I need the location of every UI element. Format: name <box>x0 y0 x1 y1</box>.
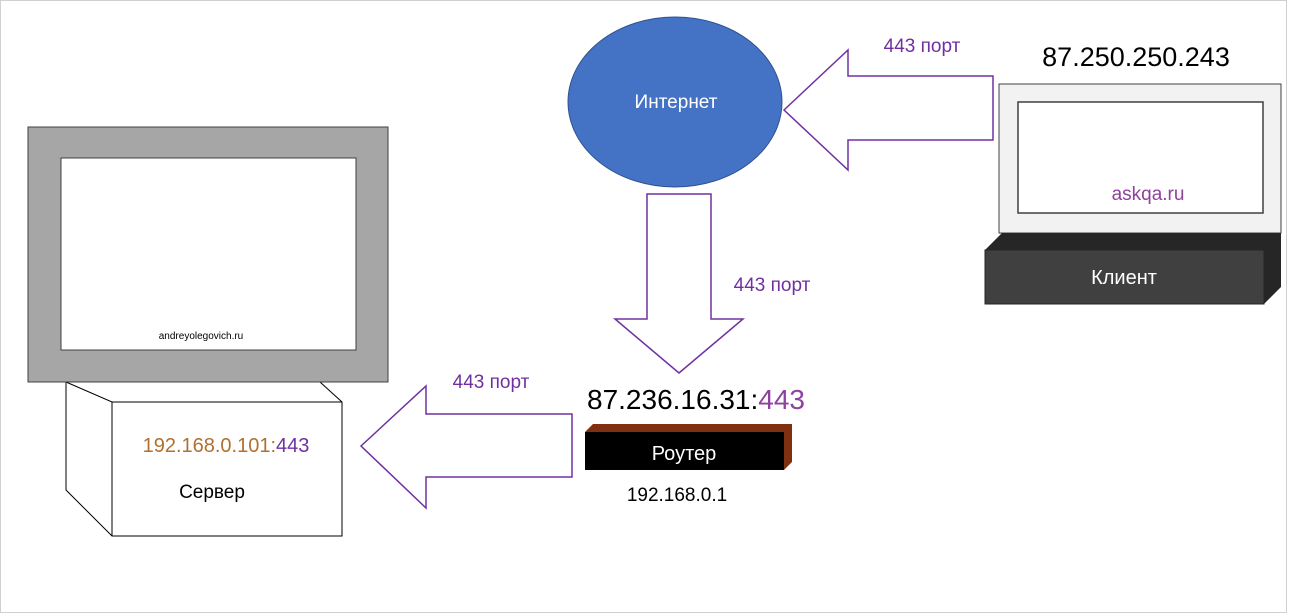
server-node: andreyolegovich.ru 192.168.0.101:443 Сер… <box>27 126 389 537</box>
router-box <box>585 432 784 470</box>
router-public-address: 87.236.16.31:443 <box>587 384 805 415</box>
arrow-left-shape <box>359 384 573 510</box>
server-box-side <box>65 381 343 537</box>
internet-cloud <box>567 16 783 188</box>
server-port: 443 <box>276 435 309 457</box>
server-ip-address: 192.168.0.101:443 <box>143 435 310 457</box>
router-public-port: 443 <box>758 384 805 415</box>
internet-label: Интернет <box>635 92 718 113</box>
arrow-client-internet-label: 443 порт <box>884 36 961 57</box>
server-screen <box>60 157 357 351</box>
arrow-left-shape <box>782 48 994 172</box>
client-label: Клиент <box>1091 267 1157 289</box>
server-ip: 192.168.0.101: <box>143 435 276 457</box>
router-public-ip: 87.236.16.31: <box>587 384 758 415</box>
client-node: 87.250.250.243 askqa.ru Клиент <box>984 42 1282 305</box>
router-label: Роутер <box>652 443 717 465</box>
server-label: Сервер <box>179 482 245 503</box>
client-laptop-base <box>984 249 1265 305</box>
arrow-router-server-label: 443 порт <box>453 372 530 393</box>
router-node: 87.236.16.31:443 Роутер 192.168.0.1 <box>585 384 805 506</box>
arrow-internet-router-label: 443 порт <box>734 275 811 296</box>
internet-node: Интернет <box>567 16 783 188</box>
arrow-down-shape <box>612 193 746 374</box>
client-ip-address: 87.250.250.243 <box>1042 42 1230 72</box>
server-screen-text: andreyolegovich.ru <box>159 331 244 342</box>
arrow-client-to-internet: 443 порт <box>782 36 994 172</box>
arrow-internet-to-router: 443 порт <box>612 193 811 374</box>
arrow-router-to-server: 443 порт <box>359 372 573 510</box>
client-screen-text: askqa.ru <box>1112 184 1185 205</box>
router-local-ip: 192.168.0.1 <box>627 485 727 506</box>
client-laptop-screen <box>1017 101 1264 214</box>
